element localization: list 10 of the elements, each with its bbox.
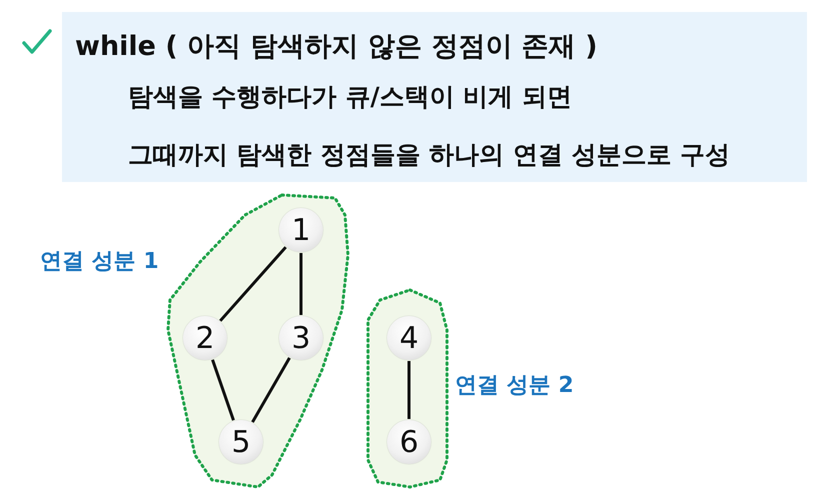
component-label: 연결 성분 1 (40, 248, 159, 276)
edge-line (300, 253, 302, 315)
step-text: 그때까지 탐색한 정점들을 하나의 연결 성분으로 구성 (128, 139, 730, 171)
loop-condition: while ( 아직 탐색하지 않은 정점이 존재 ) (75, 31, 598, 63)
edge-line (211, 359, 235, 421)
edge-line (251, 357, 291, 423)
edge-line (219, 246, 287, 322)
edge-line (408, 361, 410, 419)
component-label: 연결 성분 2 (455, 372, 574, 400)
step-text: 탐색을 수행하다가 큐/스택이 비게 되면 (128, 81, 572, 113)
